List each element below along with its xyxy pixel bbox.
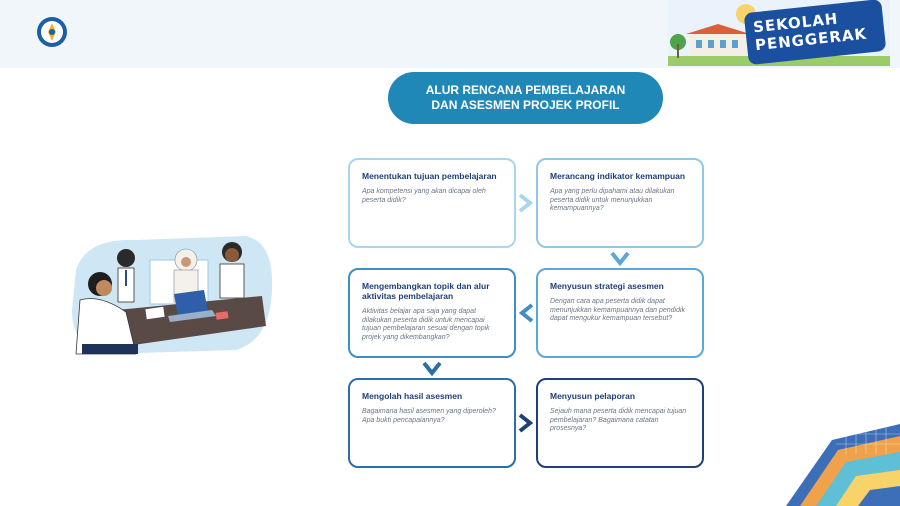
arrow-down-icon — [422, 361, 442, 377]
corner-decoration — [786, 424, 900, 506]
step-title: Menentukan tujuan pembelajaran — [362, 171, 497, 181]
step-card-2: Merancang indikator kemampuan Apa yang p… — [536, 158, 704, 248]
step-description: Apa kompetensi yang akan dicapai oleh pe… — [362, 188, 486, 204]
step-card-6: Menyusun pelaporan Sejauh mana peserta d… — [536, 378, 704, 468]
step-title: Menyusun strategi asesmen — [550, 281, 664, 291]
step-title: Menyusun pelaporan — [550, 391, 636, 401]
tut-wuri-handayani-logo-icon — [37, 17, 67, 47]
step-title: Mengembangkan topik dan alur aktivitas p… — [362, 281, 490, 301]
step-description: Apa yang perlu dipahami atau dilakukan p… — [550, 188, 675, 212]
arrow-right-icon — [518, 413, 534, 433]
step-description: Dengan cara apa peserta didik dapat menu… — [550, 298, 686, 322]
step-card-3: Mengembangkan topik dan alur aktivitas p… — [348, 268, 516, 358]
sekolah-penggerak-banner: SEKOLAH PENGGERAK — [668, 0, 890, 66]
page-title-line-2: DAN ASESMEN PROJEK PROFIL — [431, 98, 620, 112]
arrow-right-icon — [518, 193, 534, 213]
step-title: Mengolah hasil asesmen — [362, 391, 463, 401]
page-title: ALUR RENCANA PEMBELAJARAN DAN ASESMEN PR… — [388, 72, 663, 124]
step-description: Bagaimana hasil asesmen yang diperoleh? … — [362, 408, 496, 424]
step-card-4: Menyusun strategi asesmen Dengan cara ap… — [536, 268, 704, 358]
step-card-1: Menentukan tujuan pembelajaran Apa kompe… — [348, 158, 516, 248]
step-description: Sejauh mana peserta didik mencapai tujua… — [550, 408, 687, 432]
arrow-down-icon — [610, 251, 630, 267]
step-card-5: Mengolah hasil asesmen Bagaimana hasil a… — [348, 378, 516, 468]
arrow-left-icon — [518, 303, 534, 323]
students-working-on-laptop-illustration — [72, 236, 273, 355]
page-title-line-1: ALUR RENCANA PEMBELAJARAN — [425, 83, 626, 97]
step-title: Merancang indikator kemampuan — [550, 171, 686, 181]
step-description: Aktivitas belajar apa saja yang dapat di… — [362, 308, 490, 341]
